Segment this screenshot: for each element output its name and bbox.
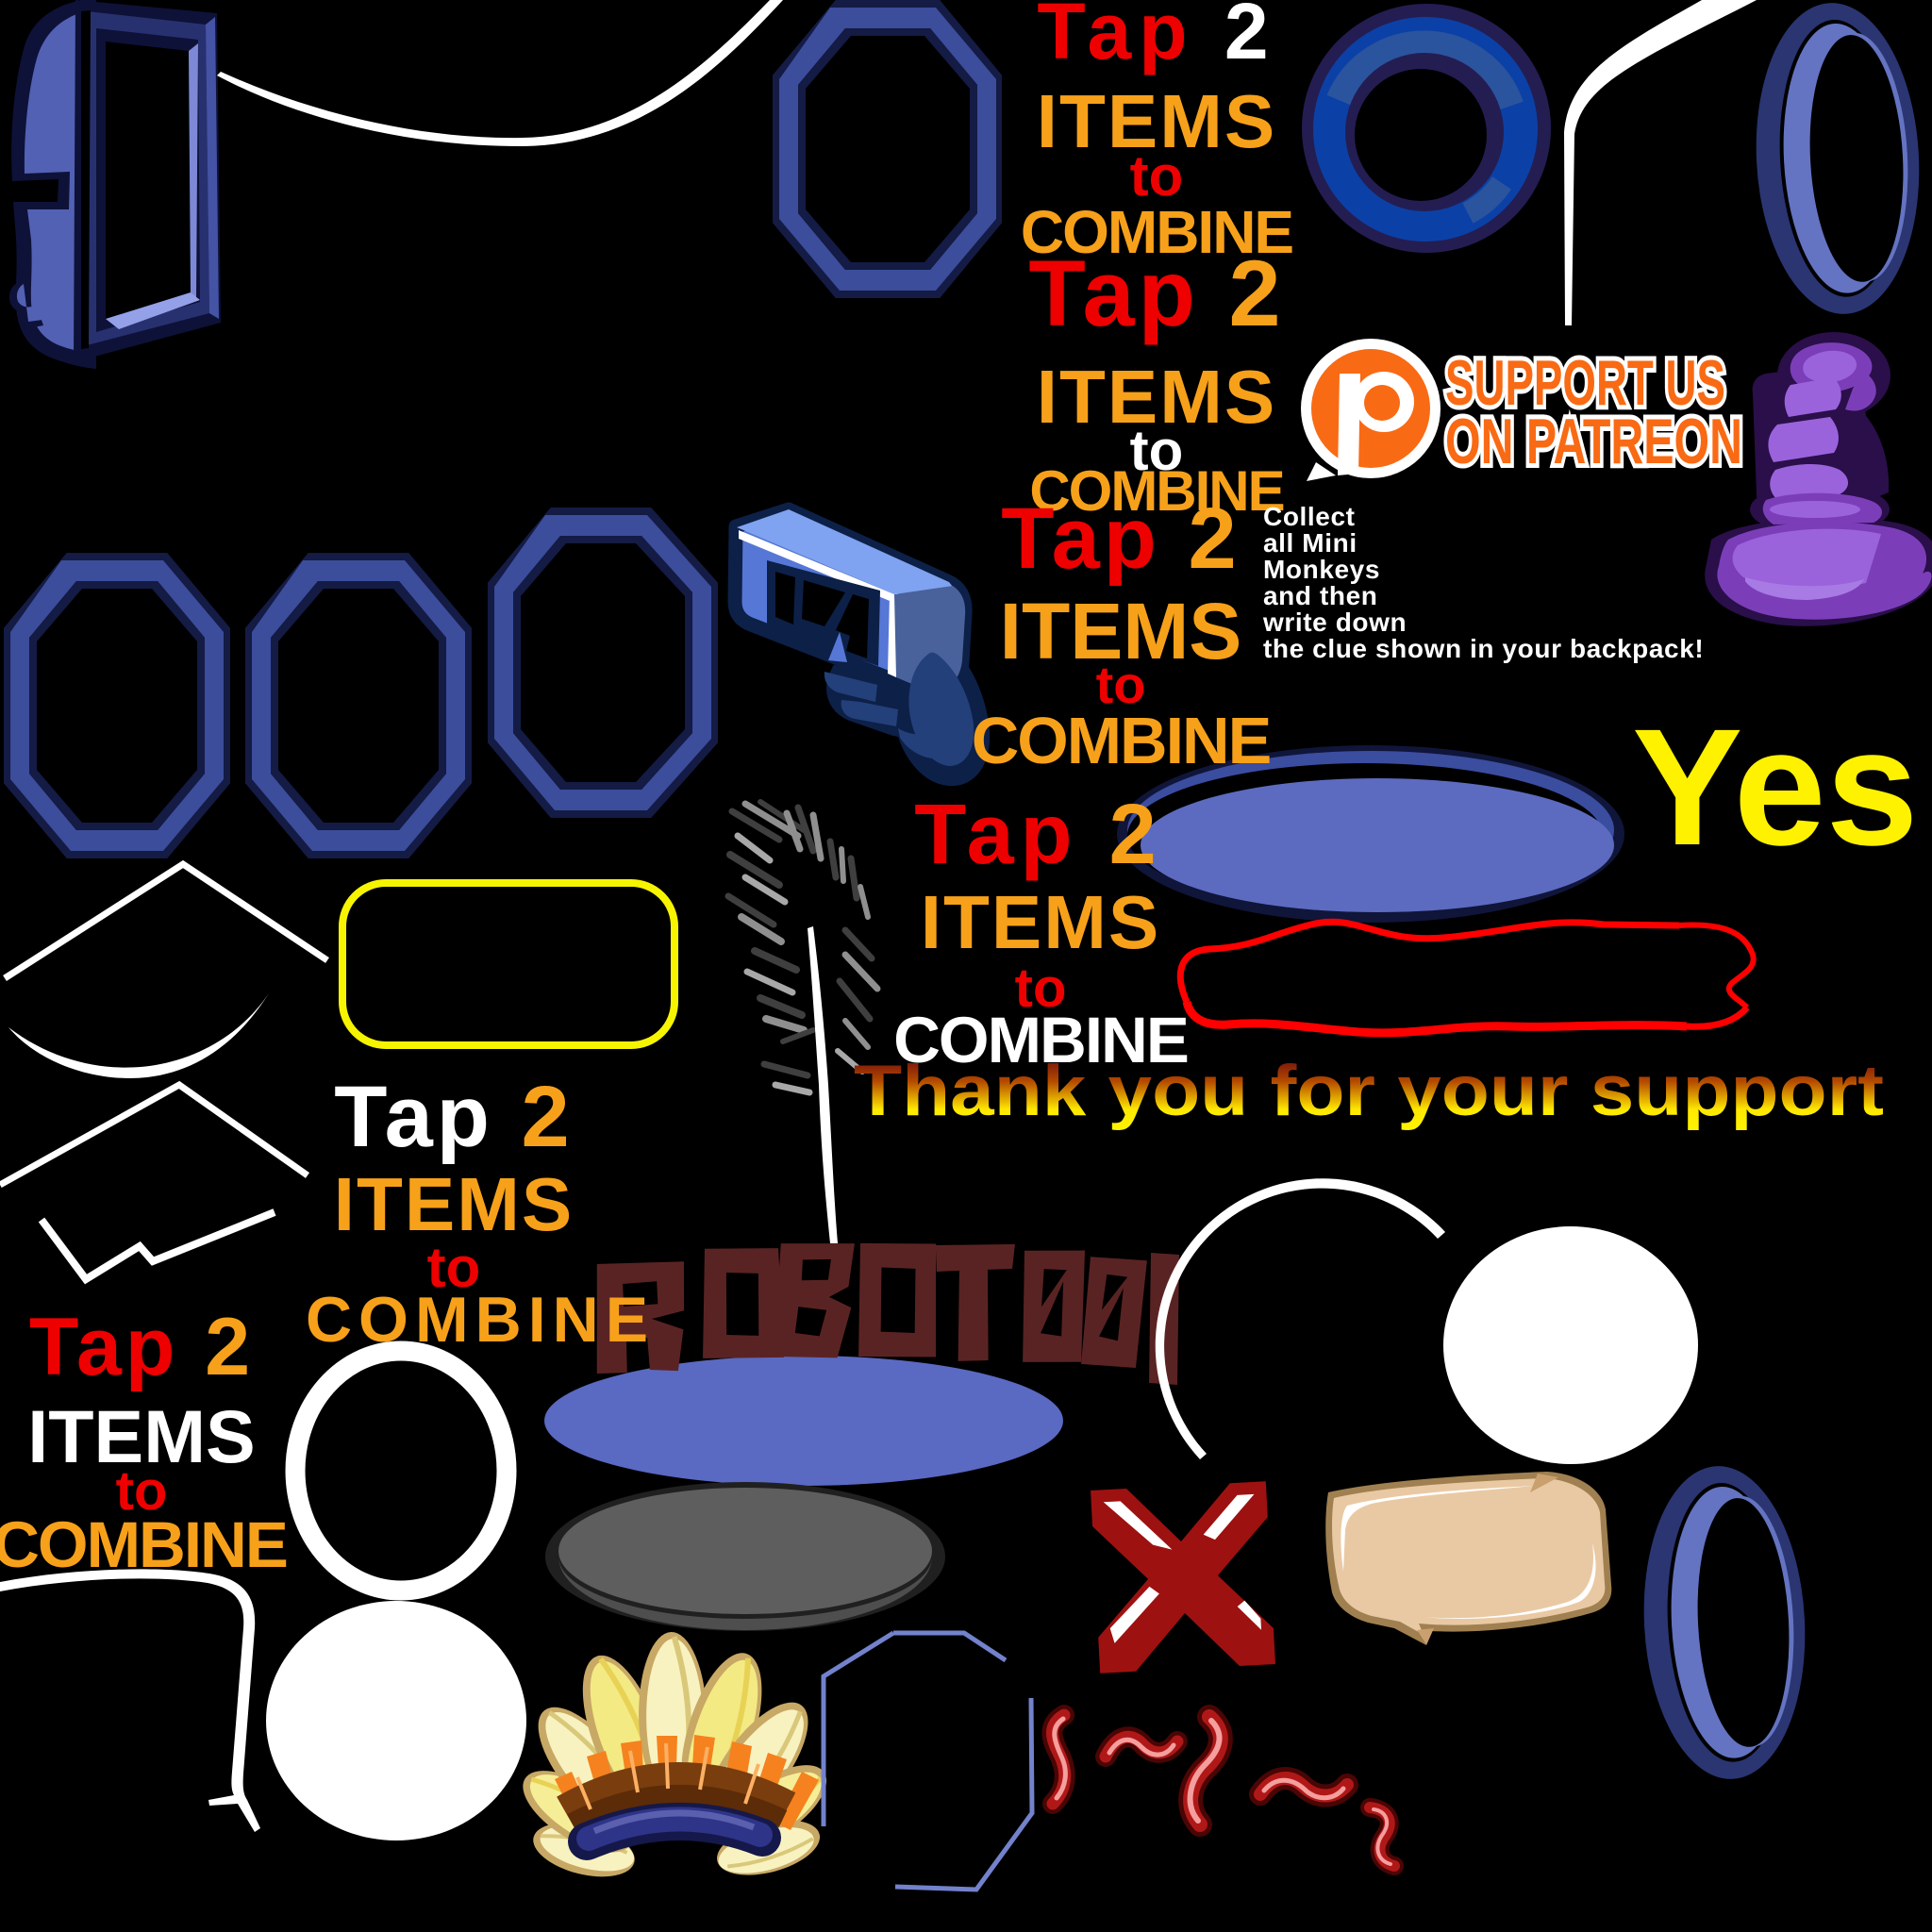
svg-text:COMBINE: COMBINE [1029,459,1283,523]
svg-text:ITEMS: ITEMS [1037,355,1276,439]
svg-text:ITEMS: ITEMS [921,880,1160,964]
svg-text:COMBINE: COMBINE [0,1508,287,1581]
svg-text:to: to [1130,419,1184,482]
svg-text:SUPPORT US: SUPPORT US [1445,347,1725,419]
svg-text:ITEMS: ITEMS [27,1394,255,1478]
svg-text:all Mini: all Mini [1263,528,1357,558]
svg-text:Thank you for your support: Thank you for your support [854,1051,1884,1131]
svg-text:to: to [116,1460,168,1522]
svg-text:COMBINE: COMBINE [893,1004,1188,1076]
svg-text:ITEMS: ITEMS [1000,587,1242,675]
svg-text:Tap 2: Tap 2 [914,788,1162,882]
svg-text:and then: and then [1263,581,1377,610]
svg-text:the clue shown in your backpac: the clue shown in your backpack! [1263,634,1704,663]
svg-text:ITEMS: ITEMS [334,1162,574,1246]
svg-text:Yes: Yes [1632,695,1918,880]
svg-text:COMBINE: COMBINE [972,704,1271,777]
svg-text:COMBINE: COMBINE [306,1284,655,1356]
svg-text:Monkeys: Monkeys [1263,555,1380,584]
svg-text:write down: write down [1262,608,1407,637]
svg-text:to: to [1096,655,1146,714]
svg-text:Tap 2: Tap 2 [1001,491,1240,587]
svg-text:Collect: Collect [1263,502,1356,531]
svg-text:Tap 2: Tap 2 [1037,0,1275,75]
svg-text:Tap 2: Tap 2 [29,1302,254,1392]
svg-text:to: to [427,1236,481,1299]
svg-text:Tap 2: Tap 2 [334,1069,573,1165]
svg-text:COMBINE: COMBINE [1021,198,1293,266]
svg-text:ON PATREON: ON PATREON [1445,406,1742,477]
svg-text:ITEMS: ITEMS [1037,79,1276,163]
svg-text:Tap 2: Tap 2 [1028,241,1284,345]
svg-text:to: to [1015,958,1067,1019]
svg-text:to: to [1130,144,1184,208]
